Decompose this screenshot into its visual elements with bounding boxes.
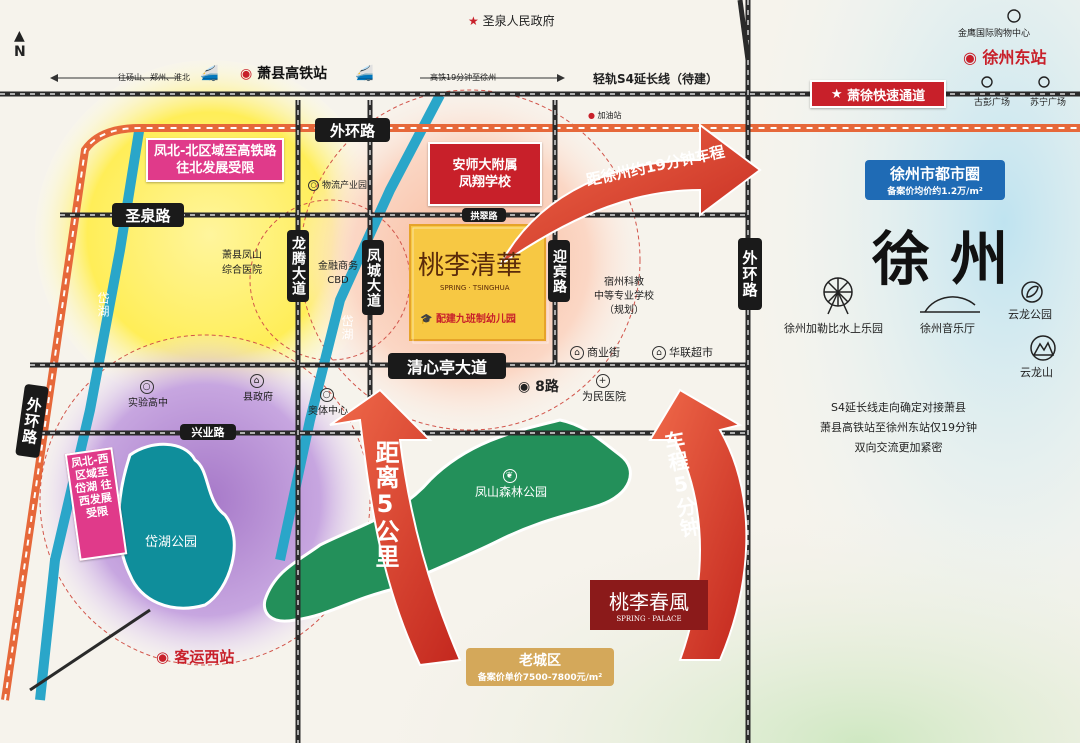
weimin-hosp-label: +为民医院 <box>582 374 626 403</box>
old-town-badge: 老城区 备案价单价7500-7800元/m² <box>466 648 614 686</box>
longteng-road-label: 龙腾大道 <box>287 230 309 302</box>
school-badge: 安师大附属 凤翔学校 <box>428 142 542 206</box>
xuzhou-note: S4延长线走向确定对接萧县 萧县高铁站至徐州东站仅19分钟 双向交流更加紧密 <box>820 398 977 458</box>
hualian-label: ⌂华联超市 <box>652 344 713 360</box>
cap-icon: 🎓 <box>420 314 433 325</box>
xingye-road-label: 兴业路 <box>180 424 236 440</box>
ring-road-right-label: 外环路 <box>738 238 762 310</box>
express-channel-badge: ★ 萧徐快速通道 <box>810 80 946 108</box>
hospital-fs-label: 萧县凤山 综合医院 <box>222 250 262 276</box>
old-town-price: 备案价单价7500-7800元/m² <box>477 673 603 683</box>
qingxinting-road-label: 清心亭大道 <box>388 353 506 379</box>
spring-palace-en: SPRING · PALACE <box>616 615 682 623</box>
commerce-st-label: ⌂商业街 <box>570 344 620 360</box>
yunlong-mtn-label: 云龙山 <box>1020 366 1053 379</box>
project-en: SPRING · TSINGHUA <box>440 284 510 292</box>
north-arrow-icon: ▲N <box>14 28 26 60</box>
park1-label: 徐州加勒比水上乐园 <box>784 322 883 335</box>
train-icon-right: 🚄 <box>355 64 374 82</box>
mountain-icon <box>1030 335 1056 361</box>
hsr-station-label: ◉ 萧县高铁站 <box>240 66 328 82</box>
spring-palace-badge: 桃李春風 SPRING · PALACE <box>590 580 708 630</box>
hsr-left-note: 往砀山、郑州、淮北 <box>118 73 190 82</box>
west-bus-station: ◉ 客运西站 <box>156 648 235 666</box>
arrow-to-xuzhou <box>499 123 762 266</box>
metro-badge: 徐州市都市圈 备案价均价约1.2万/m² <box>865 160 1005 200</box>
west-dash <box>39 334 371 666</box>
gongcui-road-label: 拱翠路 <box>462 208 506 222</box>
fengcheng-road-label: 凤城大道 <box>362 240 384 315</box>
train-icon: 🚄 <box>200 64 219 82</box>
xuzhou-east-station: ◉ 徐州东站 <box>963 48 1047 67</box>
gov-label: ★ 圣泉人民政府 <box>468 14 555 28</box>
park2-label: 徐州音乐厅 <box>920 322 975 335</box>
old-town-name: 老城区 <box>519 653 561 669</box>
note-line-3: 双向交流更加紧密 <box>854 441 943 454</box>
note-line-1: S4延长线走向确定对接萧县 <box>831 401 966 414</box>
project-name: 桃李清華 <box>418 251 523 281</box>
kindergarten-label: 🎓 配建九班制幼儿园 <box>420 314 516 325</box>
fengshan-park-label: ❦凤山森林公园 <box>475 468 548 499</box>
concert-hall-icon <box>920 296 980 313</box>
sports-center-label: ○奥体中心 <box>308 388 348 417</box>
park-leaf-icon <box>1021 281 1043 303</box>
mall-icon <box>981 9 1050 88</box>
hsr-right-note: 高铁19分钟至徐州 <box>430 73 497 82</box>
spring-palace-cn: 桃李春風 <box>609 590 689 614</box>
ferris-wheel-icon <box>823 277 853 315</box>
logistics-label: ○物流产业园 <box>308 178 367 191</box>
road8-label: ◉ 8路 <box>518 379 559 395</box>
tech-school-label: 宿州科教 中等专业学校 （规划） <box>594 277 654 316</box>
metro-price: 备案价均价约1.2万/m² <box>887 187 983 197</box>
gas-station-label: ● 加油站 <box>588 111 622 120</box>
north-limit-callout: 凤北-北区域至高铁路 往北发展受限 <box>146 138 285 182</box>
daihu-channel-east: 岱湖 <box>340 315 354 341</box>
daihu-channel-west: 岱湖 <box>96 292 110 318</box>
finance-cbd-label: 金融商务 CBD <box>318 261 358 286</box>
xuzhou-city-title: 徐 州 <box>872 225 1009 293</box>
shengquan-road-label: 圣泉路 <box>112 203 184 227</box>
metro-title: 徐州市都市圈 <box>889 165 980 183</box>
jinying-label: 金鹰国际购物中心 <box>958 29 1031 39</box>
arrow-5km <box>329 388 462 667</box>
suning-label: 苏宁广场 <box>1030 98 1067 108</box>
note-line-2: 萧县高铁站至徐州东站仅19分钟 <box>820 421 977 434</box>
experiment-school-label: ○实验高中 <box>128 380 168 409</box>
bus-icon: ◉ <box>518 379 531 395</box>
dist-5km-text: 距离5公里 <box>371 440 399 569</box>
star-icon: ★ <box>830 86 848 102</box>
daihu-park-label: 岱湖公园 <box>145 535 198 550</box>
yunlong-park-label: 云龙公园 <box>1008 308 1052 321</box>
county-gov-label: ⌂县政府 <box>243 374 273 403</box>
gupeng-label: 古彭广场 <box>974 98 1011 108</box>
yingbin-road-label: 迎宾路 <box>548 240 570 302</box>
light-rail-label: 轻轨S4延长线（待建） <box>593 72 718 86</box>
ring-road-top-label: 外环路 <box>315 118 390 142</box>
